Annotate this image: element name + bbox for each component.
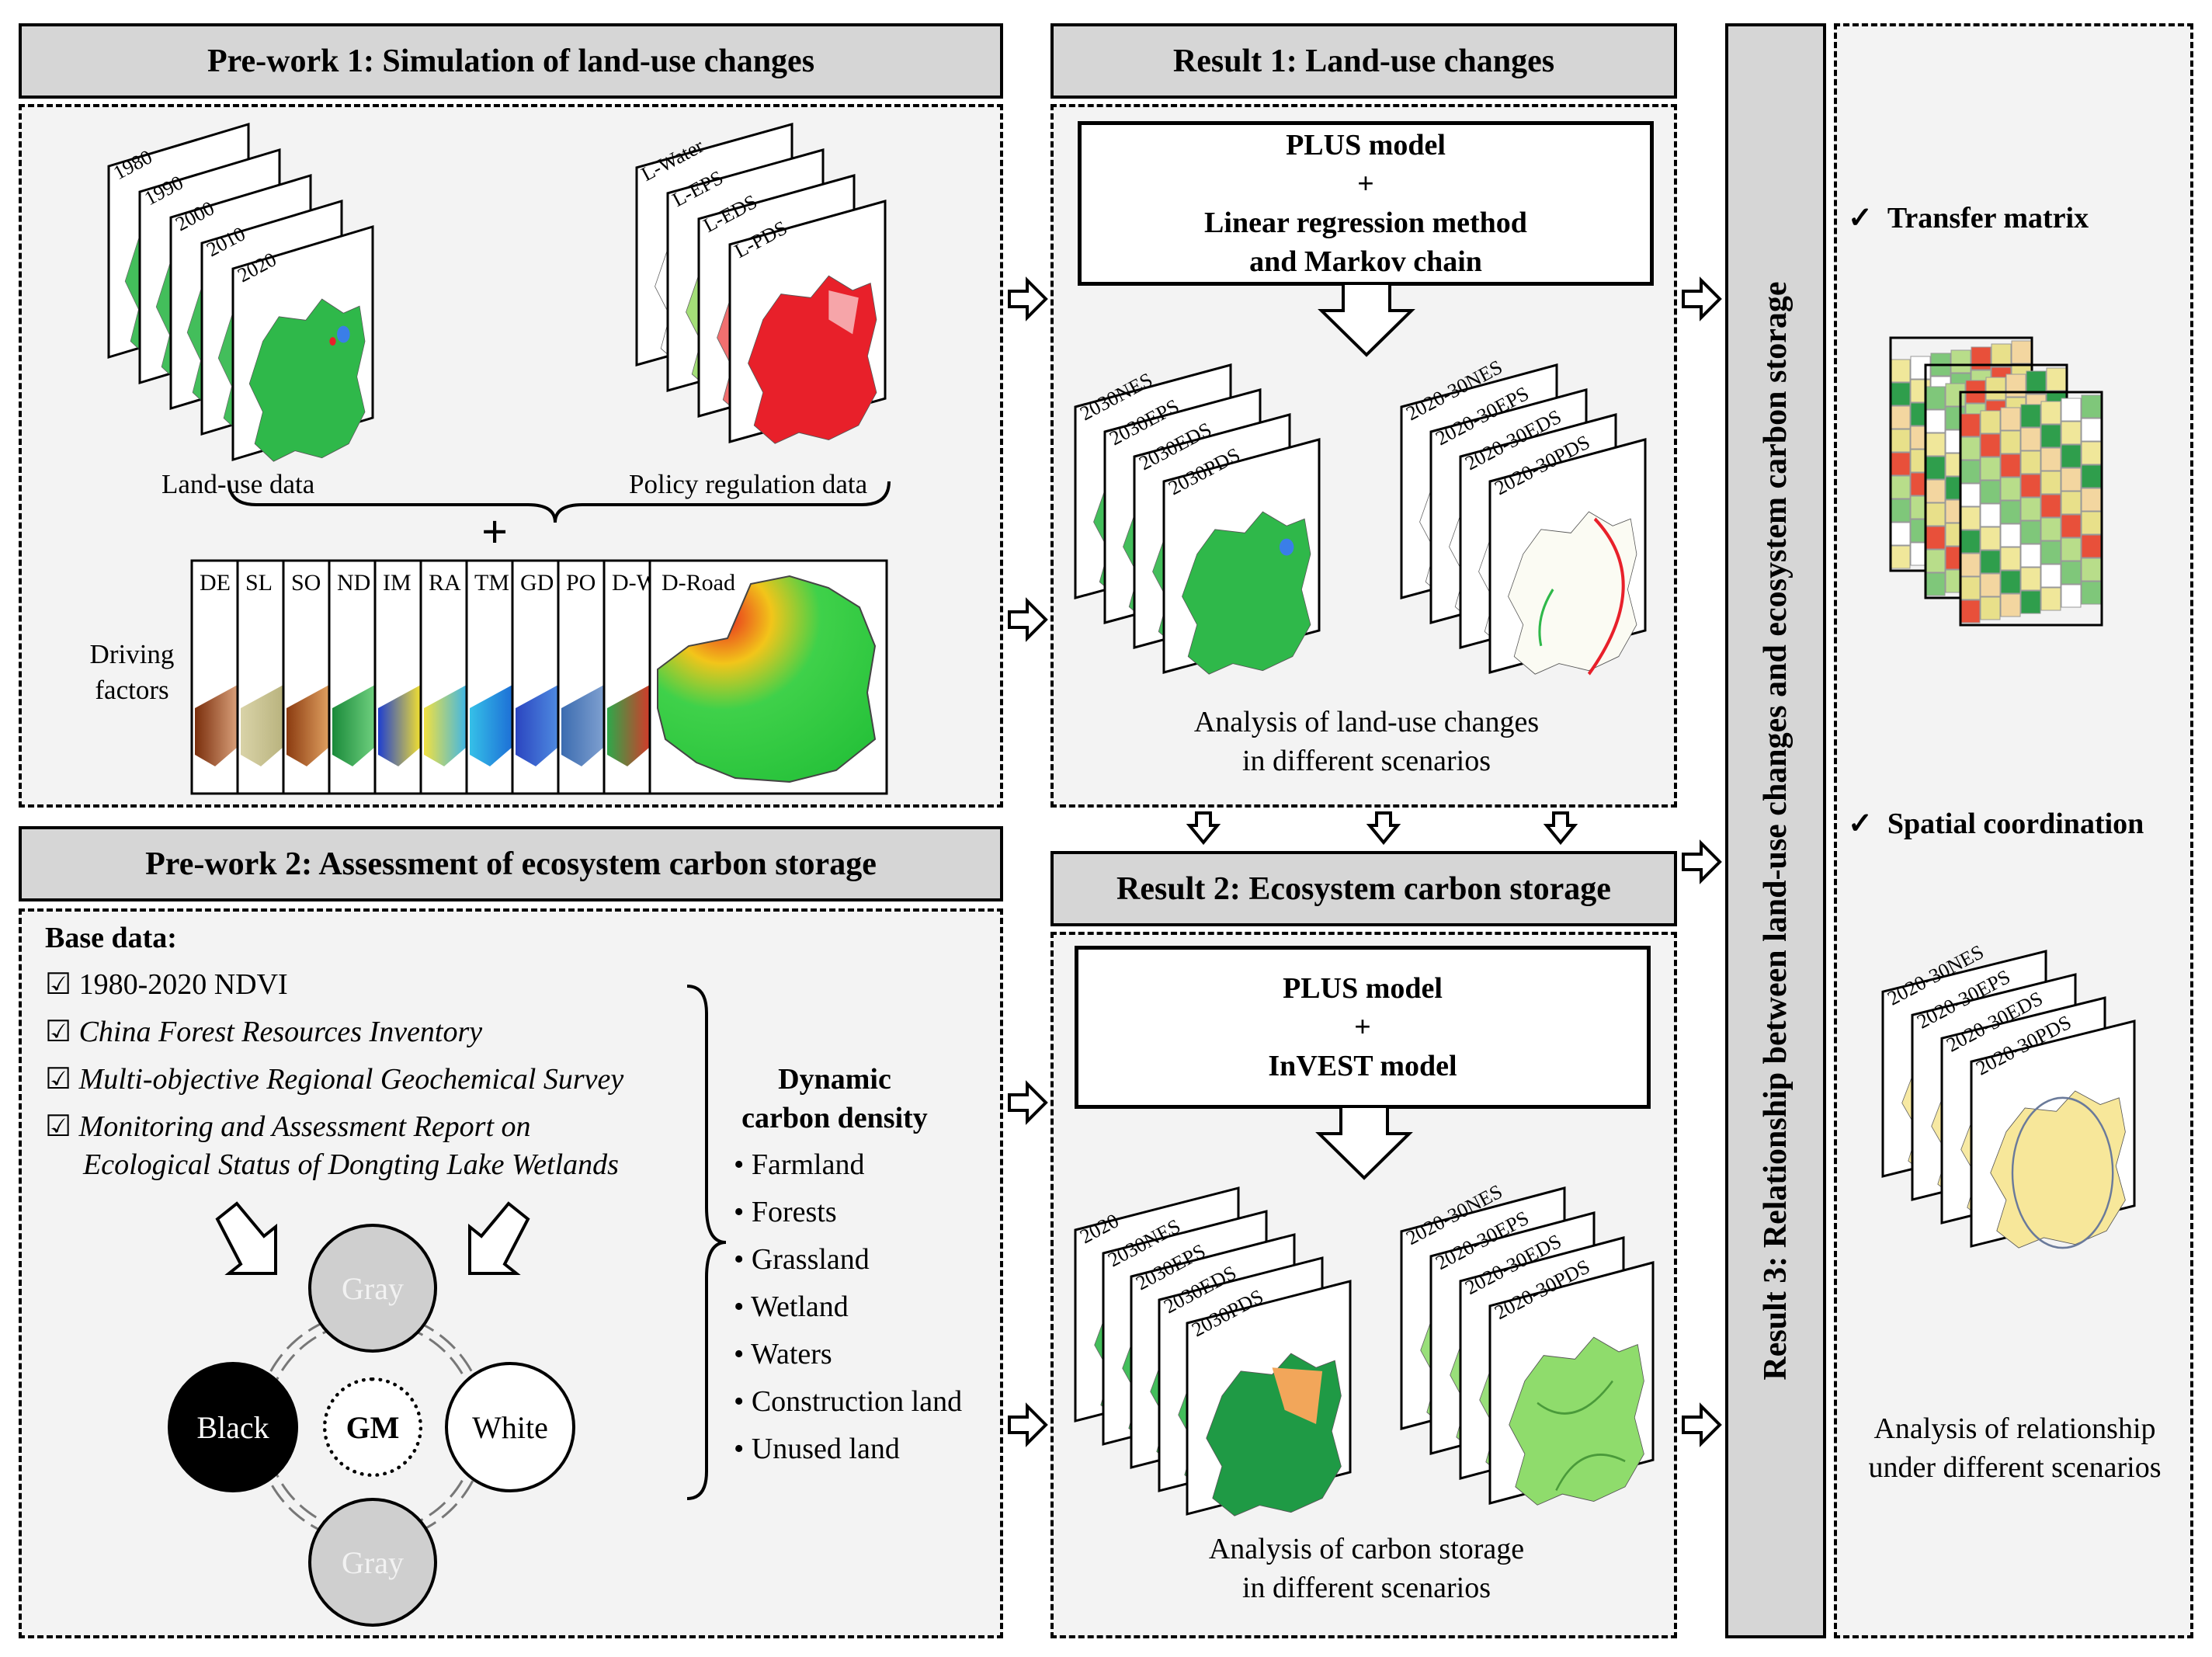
- result3-panel: [1834, 23, 2193, 1638]
- map-sheet-2030PDS: 2030PDS: [1162, 438, 1321, 675]
- factor-panel-IM: IM: [373, 559, 422, 795]
- gm-center: GM: [323, 1377, 422, 1477]
- factor-panel-GD: GD: [511, 559, 560, 795]
- factor-label-SO: SO: [291, 570, 321, 596]
- factor-label-ND: ND: [337, 570, 370, 596]
- result2-caption: Analysis of carbon storage in different …: [1208, 1533, 1525, 1604]
- factor-panel-RA: RA: [419, 559, 468, 795]
- flow-arrow: [1682, 839, 1722, 884]
- small-down-arrow: [1186, 811, 1221, 846]
- prework1-header: Pre-work 1: Simulation of land-use chang…: [19, 23, 1003, 99]
- base-item-ndvi: ☑ 1980-2020 NDVI: [45, 968, 288, 1001]
- factor-panel-ND: ND: [328, 559, 377, 795]
- factor-panel-SL: SL: [236, 559, 285, 795]
- carbon-item-construction-land: • Construction land: [734, 1385, 963, 1418]
- factor-label-SL: SL: [245, 570, 273, 596]
- gm-white: White: [445, 1362, 575, 1492]
- factor-panel-SO: SO: [282, 559, 331, 795]
- factor-panel-DE: DE: [190, 559, 239, 795]
- flow-arrow: [1008, 1402, 1048, 1447]
- base-data-label: Base data:: [45, 922, 177, 954]
- result2-model-box: PLUS model + InVEST model: [1075, 946, 1651, 1109]
- carbon-item-waters: • Waters: [734, 1338, 832, 1370]
- carbon-item-wetland: • Wetland: [734, 1291, 849, 1323]
- flow-arrow: [1682, 276, 1722, 321]
- check-spatial-coordination: ✓ Spatial coordination: [1848, 808, 2144, 840]
- result3-title: Result 3: Relationship between land-use …: [1758, 281, 1794, 1381]
- map-sheet-L-PDS: L-PDS: [728, 200, 887, 444]
- result2-header: Result 2: Ecosystem carbon storage: [1050, 851, 1677, 926]
- transfer-matrix-stack: [1889, 336, 2103, 627]
- carbon-item-farmland: • Farmland: [734, 1148, 865, 1181]
- factor-label-IM: IM: [383, 570, 411, 596]
- prework2-title: Pre-work 2: Assessment of ecosystem carb…: [145, 846, 877, 882]
- gm-gray-top: Gray: [308, 1224, 437, 1353]
- factor-panel-TM: TM: [465, 559, 514, 795]
- check-transfer-matrix: ✓ Transfer matrix: [1848, 202, 2089, 234]
- flow-arrows-col2-col3: [1682, 276, 1722, 1447]
- prework1-title: Pre-work 1: Simulation of land-use chang…: [207, 43, 815, 79]
- small-down-arrow: [1543, 811, 1578, 846]
- factor-label-DE: DE: [200, 570, 231, 596]
- flow-arrow: [1682, 1402, 1722, 1447]
- plus-sign: +: [481, 506, 509, 558]
- base-item-forest-inventory: ☑ China Forest Resources Inventory: [45, 1016, 483, 1048]
- factor-panel-road: D-Road: [648, 559, 888, 795]
- result1-model-box: PLUS model + Linear regression method an…: [1078, 121, 1654, 286]
- factor-label-RA: RA: [429, 570, 461, 596]
- factor-label-D-Road: D-Road: [662, 570, 735, 596]
- base-data-brace: [686, 985, 727, 1500]
- result1-header: Result 1: Land-use changes: [1050, 23, 1677, 99]
- flow-arrows-col1-col2: [1008, 276, 1048, 1447]
- result1-title: Result 1: Land-use changes: [1172, 43, 1555, 79]
- factor-panel-PO: PO: [557, 559, 606, 795]
- gm-black: Black: [168, 1362, 298, 1492]
- result2-down-arrow: [1315, 1105, 1413, 1180]
- result1-down-arrow: [1318, 282, 1415, 357]
- dynamic-carbon-density-title: Dynamic carbon density: [741, 1063, 928, 1134]
- result1-to-result2-arrows: [1186, 811, 1578, 846]
- flow-arrow: [1008, 276, 1048, 321]
- factor-panel-D-W: D-W: [602, 559, 659, 795]
- carbon-item-forests: • Forests: [734, 1196, 837, 1228]
- result1-caption: Analysis of land-use changes in differen…: [1193, 706, 1540, 777]
- driving-factors-label: Driving factors: [89, 639, 175, 705]
- map-sheet-2030PDS: 2030PDS: [1186, 1280, 1352, 1516]
- transfer-matrix-sheet: [1959, 391, 2103, 627]
- flow-arrow: [1008, 1080, 1048, 1125]
- carbon-item-unused-land: • Unused land: [734, 1433, 900, 1465]
- flow-arrow: [1008, 597, 1048, 642]
- policy-data-label: Policy regulation data: [629, 469, 868, 499]
- factor-label-GD: GD: [520, 570, 554, 596]
- carbon-item-grassland: • Grassland: [734, 1243, 870, 1276]
- base-item-wetland-report-line2: Ecological Status of Dongting Lake Wetla…: [83, 1148, 619, 1181]
- factor-label-PO: PO: [566, 570, 596, 596]
- prework2-header: Pre-work 2: Assessment of ecosystem carb…: [19, 826, 1003, 901]
- base-item-wetland-report: ☑ Monitoring and Assessment Report on: [45, 1110, 531, 1143]
- gm-gray-bottom: Gray: [308, 1498, 437, 1627]
- map-sheet-2020-30PDS: 2020-30PDS: [1488, 431, 1647, 676]
- gm-input-arrows: [215, 1201, 530, 1275]
- small-down-arrow: [1366, 811, 1401, 846]
- landuse-data-label: Land-use data: [161, 469, 315, 499]
- factor-label-TM: TM: [474, 570, 509, 596]
- result3-caption: Analysis of relationship under different…: [1868, 1412, 2162, 1484]
- map-sheet-2020: 2020: [231, 224, 374, 462]
- base-item-geochemical-survey: ☑ Multi-objective Regional Geochemical S…: [45, 1063, 624, 1096]
- input-brace: [227, 481, 891, 523]
- result3-vertical-header: [1725, 23, 1826, 1638]
- result2-title: Result 2: Ecosystem carbon storage: [1116, 870, 1611, 907]
- map-sheet-2020-30PDS: 2020-30PDS: [1488, 1255, 1655, 1506]
